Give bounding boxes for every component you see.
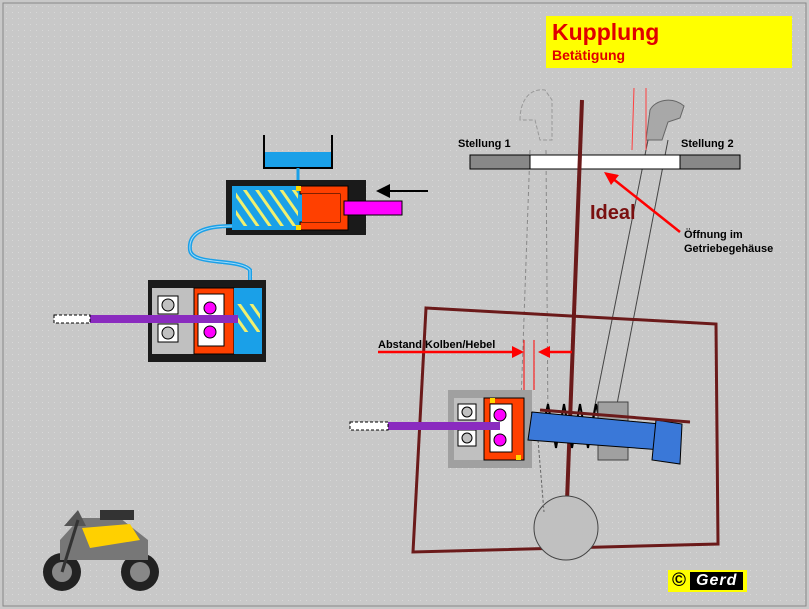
title-box: Kupplung Betätigung (546, 16, 792, 68)
title-sub: Betätigung (552, 47, 626, 63)
copyright-symbol: © (672, 570, 686, 591)
slave-cylinder-right (349, 390, 532, 468)
copyright-badge: © Gerd (668, 570, 748, 592)
title-main: Kupplung (552, 19, 660, 45)
lever-pivot (533, 495, 599, 561)
adjuster-bolt (527, 401, 683, 465)
ideal-lever (564, 99, 584, 529)
fluid-reservoir (263, 135, 333, 182)
label-oeffnung: Öffnung im Getriebegehäuse (684, 229, 774, 255)
label-stellung-1: Stellung 1 (458, 138, 511, 150)
label-abstand: Abstand Kolben/Hebel (378, 339, 496, 351)
slave-cylinder-left (53, 280, 266, 362)
opening-arrow (604, 172, 681, 233)
lever-ghosts (519, 87, 685, 431)
master-cylinder (226, 180, 403, 235)
label-stellung-2: Stellung 2 (681, 138, 734, 150)
label-ideal: Ideal (590, 202, 636, 224)
lever-crossbar (539, 408, 691, 424)
push-direction-arrow (376, 184, 428, 198)
housing-opening-bar (469, 154, 741, 170)
lever-travel-frame (411, 306, 720, 554)
copyright-name: Gerd (690, 572, 744, 590)
motorcycle-image (43, 510, 159, 591)
gap-arrows (378, 340, 572, 390)
